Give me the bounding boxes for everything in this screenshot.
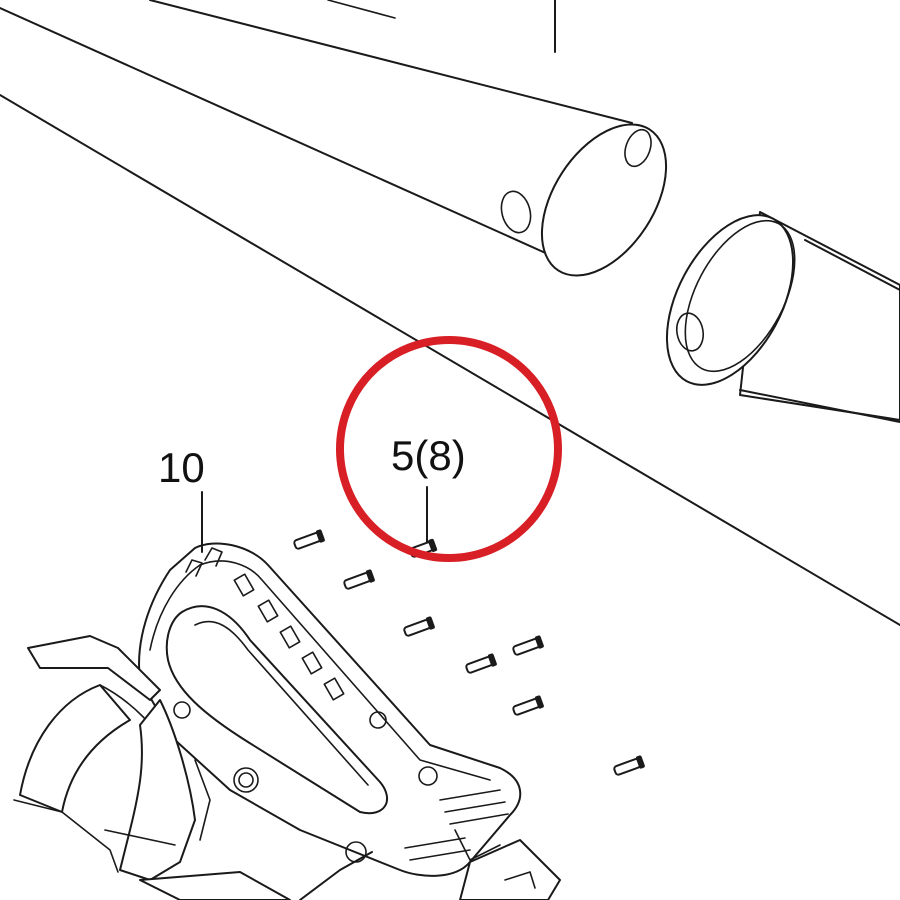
guide-line — [0, 94, 900, 626]
screw — [512, 695, 544, 716]
callout-label-10: 10 — [158, 444, 205, 491]
screw — [512, 635, 544, 656]
handle-housing — [138, 542, 522, 877]
screws — [293, 529, 645, 776]
lower-housing-fragment — [299, 839, 561, 900]
screw — [613, 755, 645, 776]
tube-coupler — [665, 211, 900, 423]
screw — [293, 529, 325, 550]
highlight-circle — [336, 336, 562, 562]
shaft-tube — [0, 0, 668, 277]
callout-label-5: 5(8) — [391, 432, 466, 479]
screw — [465, 653, 497, 674]
screw — [403, 616, 435, 637]
cradle-bracket — [13, 635, 291, 900]
callout-10: 10 — [158, 444, 205, 553]
callout-5: 5(8) — [391, 432, 466, 543]
screw — [343, 569, 375, 590]
